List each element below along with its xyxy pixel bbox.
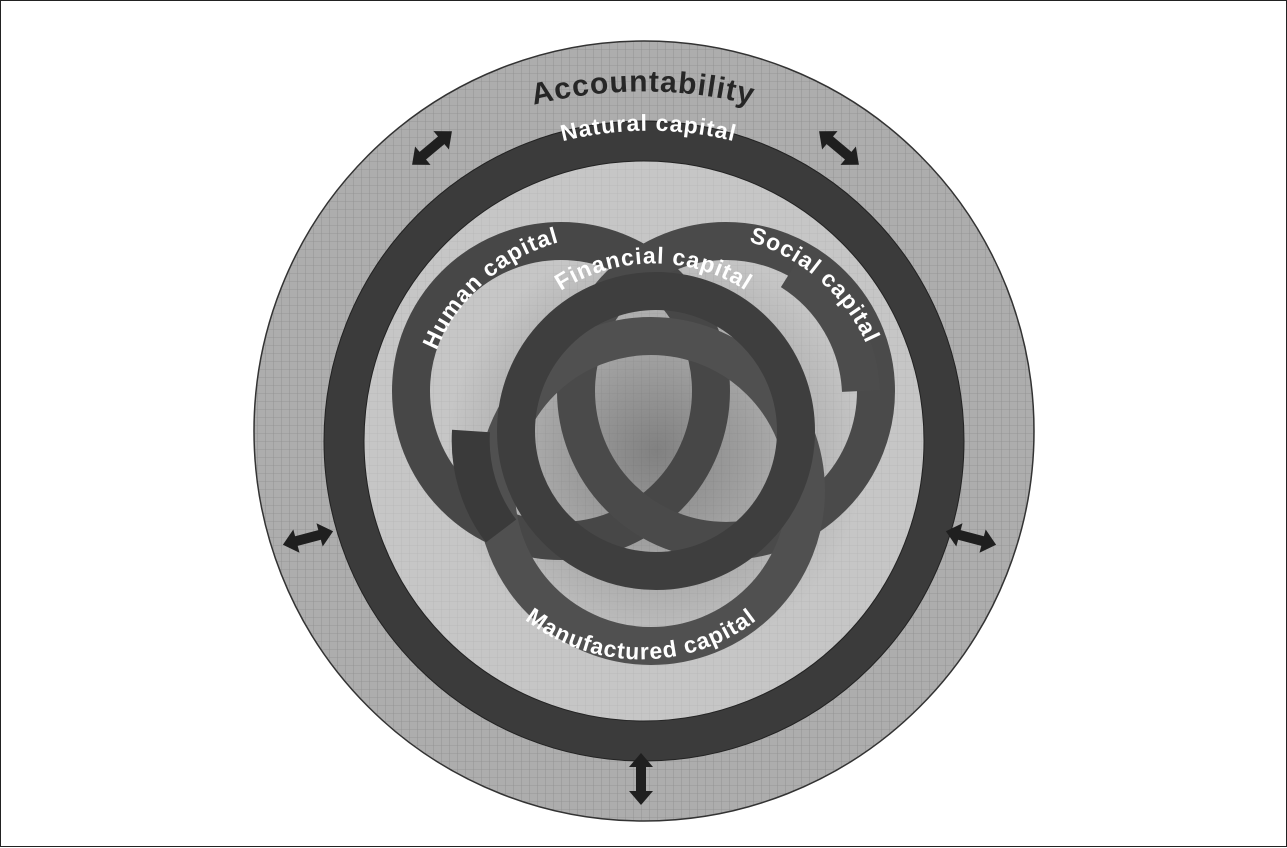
natural-ring-inner-edge — [363, 160, 925, 722]
double-arrow-icon-top-left — [412, 131, 452, 165]
double-arrow-icon-left — [282, 523, 334, 553]
double-arrow-icon-top-right — [819, 131, 859, 165]
capital-rings — [392, 222, 895, 665]
double-arrow-icon-right — [945, 523, 997, 553]
arrows — [282, 131, 997, 805]
double-arrow-icon-bottom — [629, 753, 653, 805]
financial-capital-ring — [497, 272, 815, 590]
natural-capital-ring — [324, 121, 964, 761]
